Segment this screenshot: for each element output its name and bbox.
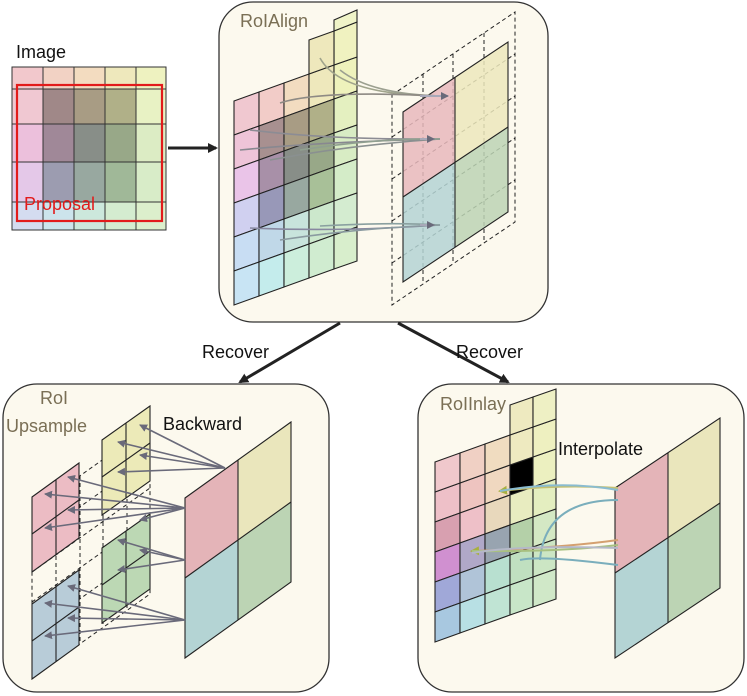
roi-upsample-title-line2: Upsample: [6, 416, 87, 436]
backward-label: Backward: [163, 414, 242, 434]
image-grid: [11, 66, 167, 231]
interpolate-arrows: [470, 484, 619, 566]
roiinlay-title: RoIInlay: [440, 394, 506, 414]
backward-arrows: [44, 424, 226, 640]
roi-upsample-title-line1: RoI: [40, 388, 68, 408]
roialign-panel: RoIAlign: [218, 1, 549, 323]
proposal-label: Proposal: [24, 194, 95, 214]
roialign-sampling-arrows: [239, 57, 449, 241]
recover-left-label: Recover: [202, 342, 269, 362]
roiinlay-panel: RoIInlay Interpolate: [417, 383, 745, 693]
roi-upsample-panel: RoI Upsample Backward: [2, 383, 330, 693]
roialign-title: RoIAlign: [240, 11, 308, 31]
roiinlay-source-grid: [614, 416, 721, 660]
recover-right-arrow: [397, 321, 510, 384]
upsample-patches: [31, 404, 151, 681]
roialign-feature-map: [233, 9, 358, 306]
image-panel: Image: [11, 42, 167, 231]
recover-left-arrow: [238, 321, 341, 384]
recover-right-label: Recover: [456, 342, 523, 362]
interpolate-label: Interpolate: [558, 439, 643, 459]
image-label: Image: [16, 42, 66, 62]
upsample-source-grid: [184, 420, 292, 660]
proposal-box: [15, 83, 164, 223]
